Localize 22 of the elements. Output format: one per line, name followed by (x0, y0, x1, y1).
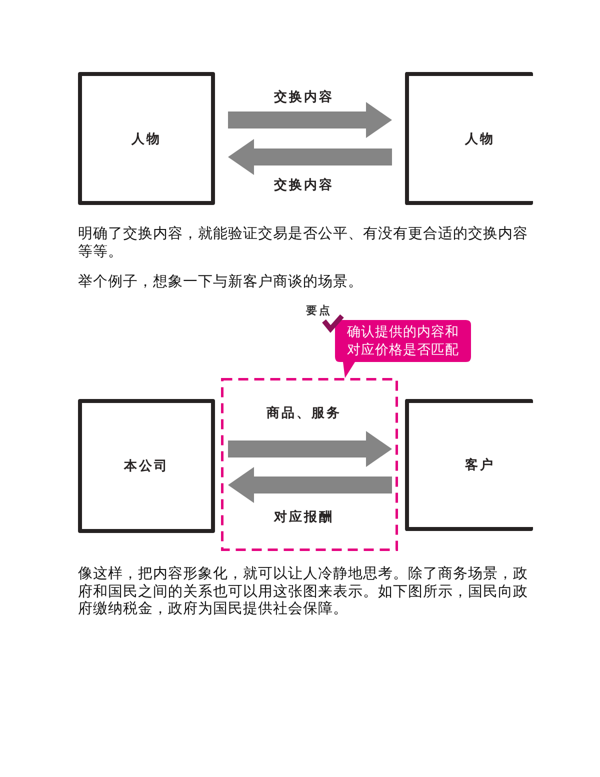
entity-box (78, 399, 215, 533)
paragraph: 像这样，把内容形象化，就可以让人冷静地思考。除了商务场景，政府和国民之间的关系也可以用这张图来表示。如下图所示，国民向政府缴纳税金，政府为国民提供社会保障。 (78, 566, 529, 618)
edge-label: 对应报酬 (274, 508, 334, 526)
box-label: 人物 (465, 130, 495, 148)
edge-label: 商品、服务 (266, 404, 342, 422)
edge-label: 交换内容 (274, 88, 334, 106)
entity-box (405, 399, 533, 531)
paragraph: 明确了交换内容，就能验证交易是否公平、有没有更合适的交换内容等等。 (78, 226, 529, 261)
box-label: 人物 (132, 130, 162, 148)
entity-box (78, 72, 215, 205)
arrow (228, 102, 392, 138)
entity-box (405, 72, 533, 205)
arrow (228, 467, 392, 503)
edge-label: 交换内容 (274, 176, 334, 194)
callout-text: 确认提供的内容和对应价格是否匹配 (347, 323, 459, 359)
arrow (228, 431, 392, 467)
paragraph: 举个例子，想象一下与新客户商谈的场景。 (78, 274, 364, 292)
speech-bubble (335, 320, 471, 378)
callout-heading: 要点 (306, 304, 332, 317)
box-label: 客户 (465, 456, 495, 474)
arrow (228, 139, 392, 175)
box-label: 本公司 (124, 458, 169, 475)
